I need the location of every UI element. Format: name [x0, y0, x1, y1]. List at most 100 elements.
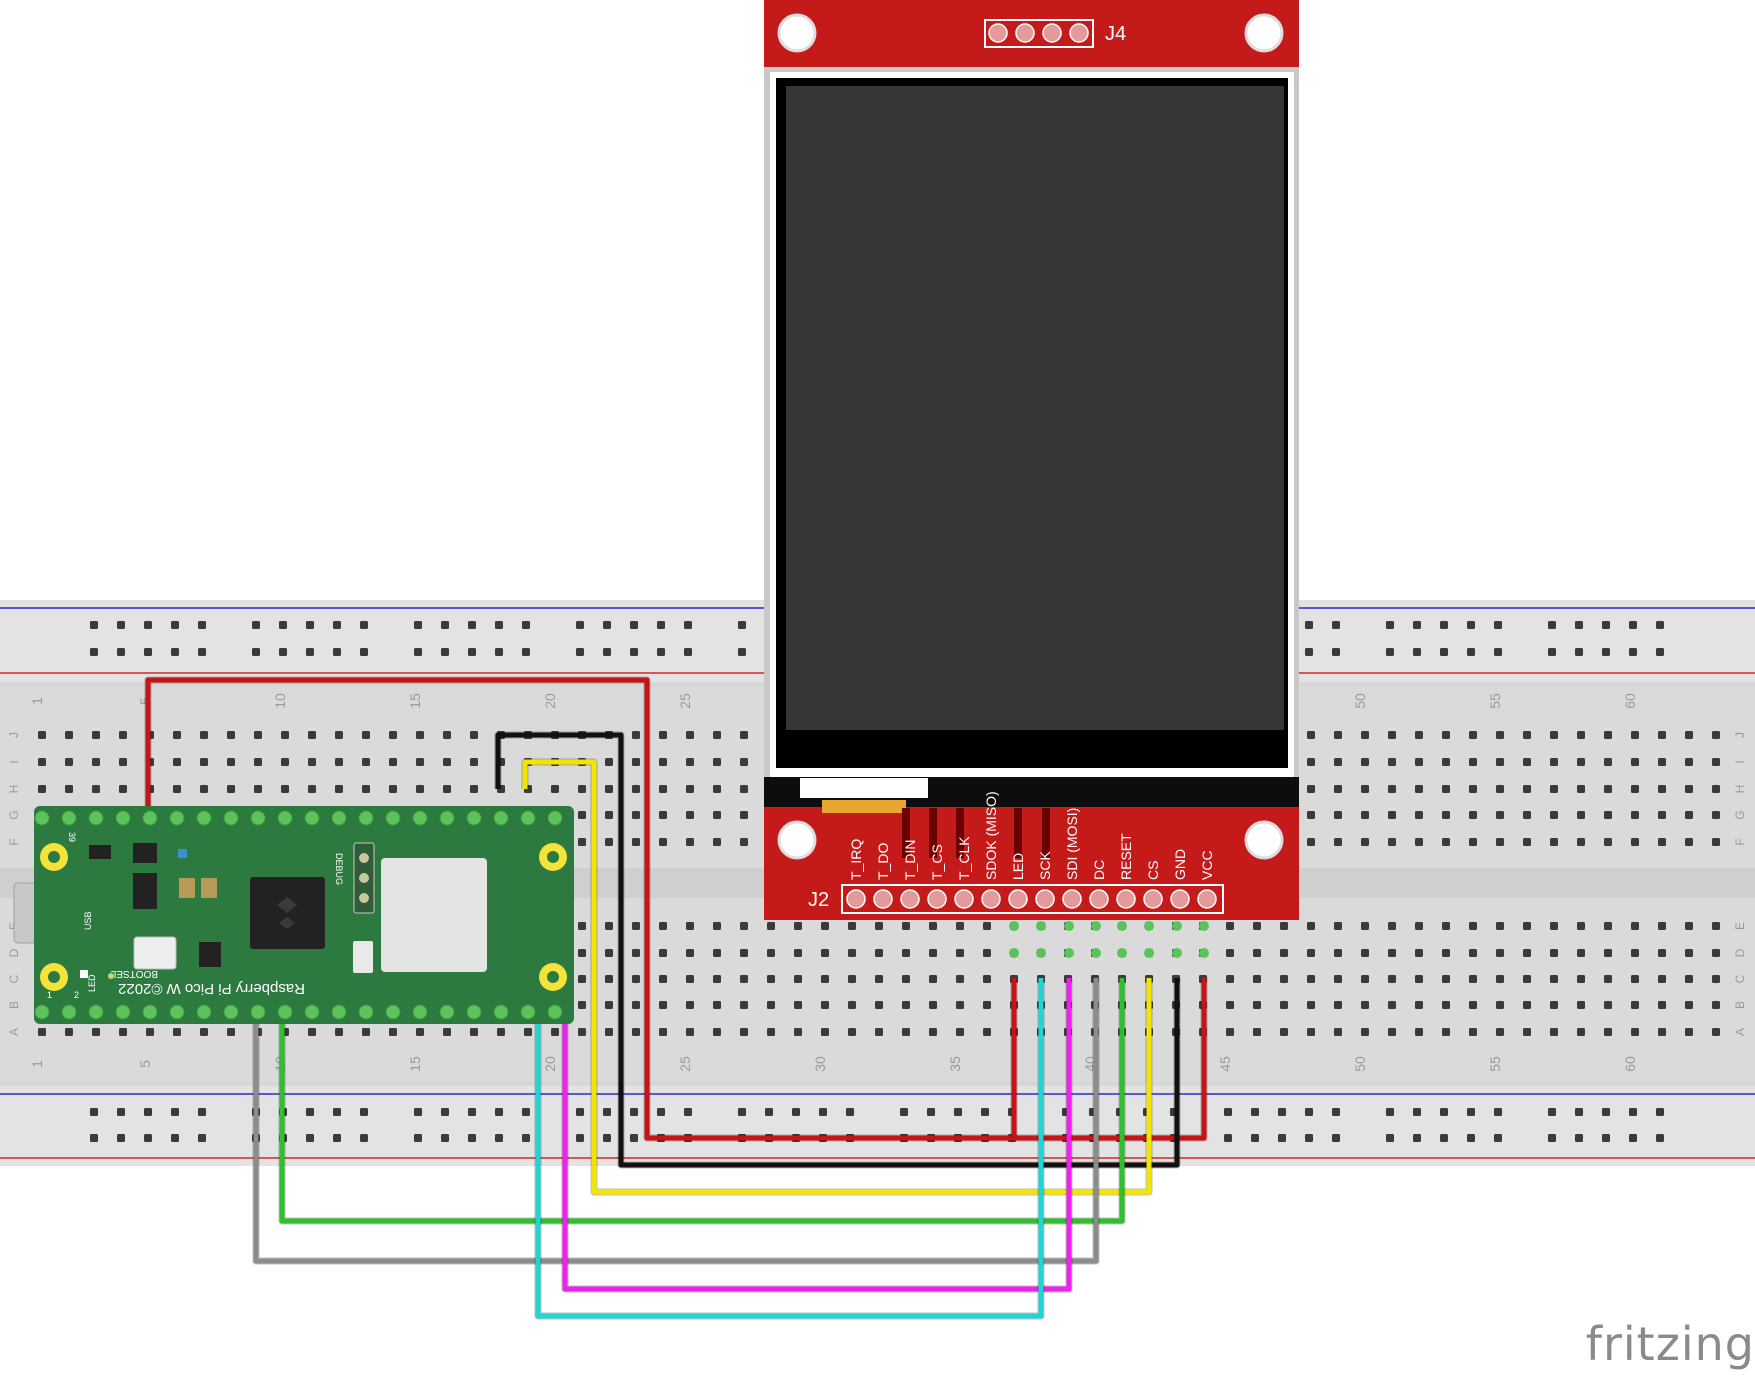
breadboard-hole — [848, 1001, 856, 1009]
breadboard-hole — [38, 1028, 46, 1036]
wire-green-reset[interactable] — [279, 978, 1125, 1224]
breadboard-hole — [956, 1028, 964, 1036]
rail-hole — [522, 648, 530, 656]
breadboard-hole — [875, 949, 883, 957]
breadboard-hole — [1334, 975, 1342, 983]
connected-hole — [1091, 921, 1101, 931]
breadboard-hole — [1523, 838, 1531, 846]
rail-hole — [1440, 621, 1448, 629]
rail-hole — [468, 1134, 476, 1142]
breadboard-hole — [956, 975, 964, 983]
breadboard-hole — [1631, 785, 1639, 793]
pico-pin-pad — [34, 810, 50, 826]
j2-pin — [927, 889, 947, 909]
breadboard-hole — [1712, 949, 1720, 957]
fritzing-watermark: fritzing — [1585, 1317, 1755, 1371]
breadboard-hole — [659, 758, 667, 766]
breadboard-hole — [1388, 975, 1396, 983]
rail-hole — [1413, 1134, 1421, 1142]
rail-hole — [441, 648, 449, 656]
j4-pin — [1042, 23, 1062, 43]
row-label: I — [1733, 760, 1747, 763]
rail-hole — [1386, 1108, 1394, 1116]
breadboard-hole — [1685, 811, 1693, 819]
breadboard-hole — [578, 922, 586, 930]
breadboard-hole — [1415, 1001, 1423, 1009]
raspberry-pi-pico-w: Raspberry Pi Pico W ©2022 BOOTSEL USB LE… — [13, 806, 574, 1024]
breadboard-hole — [1442, 811, 1450, 819]
j2-pin-label: VCC — [1199, 850, 1215, 880]
breadboard-hole — [1496, 785, 1504, 793]
power-rail-bottom — [0, 1086, 1755, 1166]
breadboard-hole — [443, 785, 451, 793]
breadboard-hole — [1604, 731, 1612, 739]
breadboard-hole — [1685, 731, 1693, 739]
rail-hole — [1332, 621, 1340, 629]
breadboard-hole — [605, 1001, 613, 1009]
breadboard-hole — [740, 731, 748, 739]
breadboard-hole — [1685, 785, 1693, 793]
rail-hole — [522, 1134, 530, 1142]
breadboard-hole — [1496, 949, 1504, 957]
smd-component — [133, 843, 157, 863]
rail-hole — [1440, 648, 1448, 656]
smd-component — [179, 878, 195, 898]
breadboard-hole — [1658, 838, 1666, 846]
rail-hole — [171, 1108, 179, 1116]
breadboard-hole — [1658, 785, 1666, 793]
rail-hole — [1494, 1108, 1502, 1116]
breadboard-hole — [659, 785, 667, 793]
column-number: 50 — [1352, 1056, 1368, 1072]
breadboard-hole — [902, 1001, 910, 1009]
connected-hole — [1172, 948, 1182, 958]
j2-pin — [900, 889, 920, 909]
breadboard-hole — [416, 731, 424, 739]
pico-pin-pad — [142, 810, 158, 826]
breadboard-hole — [740, 949, 748, 957]
breadboard-hole — [740, 785, 748, 793]
column-number: 55 — [1487, 693, 1503, 709]
rail-hole — [819, 1108, 827, 1116]
breadboard-hole — [686, 1028, 694, 1036]
breadboard-hole — [1469, 1001, 1477, 1009]
breadboard-hole — [848, 922, 856, 930]
breadboard-hole — [713, 785, 721, 793]
breadboard-hole — [632, 811, 640, 819]
breadboard-hole — [200, 1028, 208, 1036]
rail-hole — [90, 621, 98, 629]
rail-hole — [90, 1108, 98, 1116]
breadboard-hole — [1442, 922, 1450, 930]
rail-hole — [1629, 1134, 1637, 1142]
breadboard-hole — [1253, 1001, 1261, 1009]
breadboard-hole — [173, 1028, 181, 1036]
breadboard-hole — [1604, 1028, 1612, 1036]
rail-hole — [1332, 1108, 1340, 1116]
breadboard-hole — [983, 1001, 991, 1009]
breadboard-hole — [767, 975, 775, 983]
wire-black-gnd[interactable] — [495, 732, 1180, 1168]
j2-pin — [1062, 889, 1082, 909]
connected-hole — [1144, 921, 1154, 931]
wire-cyan-sck[interactable] — [535, 978, 1044, 1319]
breadboard-hole — [1550, 838, 1558, 846]
connected-hole — [1199, 948, 1209, 958]
wire-gray-dc[interactable] — [253, 978, 1099, 1264]
breadboard-hole — [173, 785, 181, 793]
rail-hole — [306, 1134, 314, 1142]
breadboard-hole — [1226, 975, 1234, 983]
breadboard-hole — [1469, 811, 1477, 819]
breadboard-hole — [1361, 922, 1369, 930]
breadboard-hole — [1685, 975, 1693, 983]
wire-red-vcc[interactable] — [145, 677, 1207, 1141]
breadboard-hole — [1388, 785, 1396, 793]
breadboard-hole — [1658, 758, 1666, 766]
wire-yellow-cs[interactable] — [522, 759, 1152, 1195]
rail-hole — [333, 1108, 341, 1116]
j2-pin — [954, 889, 974, 909]
column-number: 50 — [1352, 693, 1368, 709]
breadboard-hole — [1253, 922, 1261, 930]
breadboard-hole — [1658, 1028, 1666, 1036]
column-number: 1 — [29, 697, 45, 705]
wire-magenta-mosi[interactable] — [562, 978, 1072, 1292]
breadboard-hole — [1442, 785, 1450, 793]
